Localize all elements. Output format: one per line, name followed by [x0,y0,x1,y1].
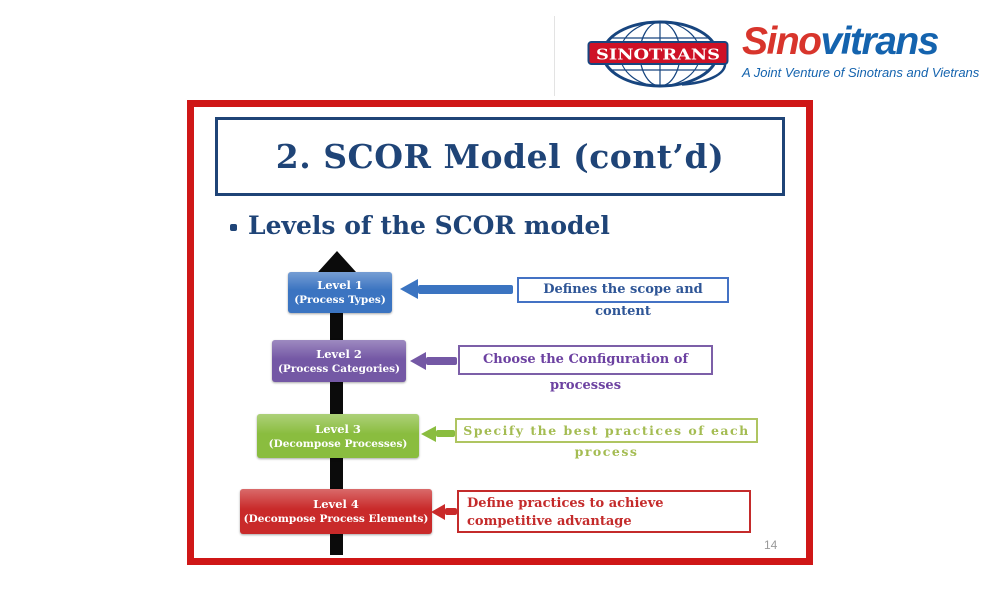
arrow-shaft [436,430,455,437]
level-2-description: Choose the Configuration of processes [458,345,713,393]
arrow-head [421,425,436,442]
left-arrow-icon [431,503,457,520]
arrow-shaft [418,284,513,294]
level-box-1: Level 1 (Process Types) [288,272,392,313]
level-1-label: Level 1 [317,278,363,292]
arrow-shaft [445,508,457,515]
level-box-4: Level 4 (Decompose Process Elements) [240,489,432,534]
sinotrans-globe-logo: SINOTRANS [587,20,729,88]
axis-arrowhead-up-icon [318,251,356,272]
section-heading: Levels of the SCOR model [248,211,610,240]
level-2-sublabel: (Process Categories) [277,362,401,375]
wordmark-text: Sinovitrans [742,20,994,64]
slide: 2. SCOR Model (cont’d) Levels of the SCO… [187,100,813,565]
level-1-sublabel: (Process Types) [294,294,386,306]
banner [587,41,729,65]
arrow-head [431,503,445,520]
level-3-label: Level 3 [315,421,361,436]
level-4-description: Define practices to achieve competitive … [457,490,751,533]
left-arrow-icon [421,425,455,442]
wordmark-part2: vitrans [820,20,940,63]
level-box-2: Level 2 (Process Categories) [272,340,406,382]
page-number: 14 [764,538,778,552]
level-3-description: Specify the best practices of each proce… [455,418,758,459]
left-arrow-icon [400,279,513,299]
level-1-description: Defines the scope and content [517,277,729,319]
level-3-sublabel: (Decompose Processes) [268,437,408,450]
globe-swoosh [681,61,727,86]
level-box-3: Level 3 (Decompose Processes) [257,414,419,458]
arrow-head [410,352,426,370]
level-4-label: Level 4 [313,497,359,511]
wordmark-part1: Sino [742,20,822,63]
tagline: A Joint Venture of Sinotrans and Vietran… [742,65,980,80]
arrow-shaft [426,357,457,365]
level-4-sublabel: (Decompose Process Elements) [243,513,429,525]
level-2-label: Level 2 [316,346,362,361]
header-divider [554,16,555,96]
wordmark: Sinovitrans A Joint Venture of Sinotrans… [742,20,994,80]
arrow-head [400,279,418,299]
banner-text: SINOTRANS [596,46,720,64]
bullet-icon [230,224,237,231]
title-box: 2. SCOR Model (cont’d) [215,117,785,196]
slide-title: 2. SCOR Model (cont’d) [275,137,725,176]
left-arrow-icon [410,352,457,370]
